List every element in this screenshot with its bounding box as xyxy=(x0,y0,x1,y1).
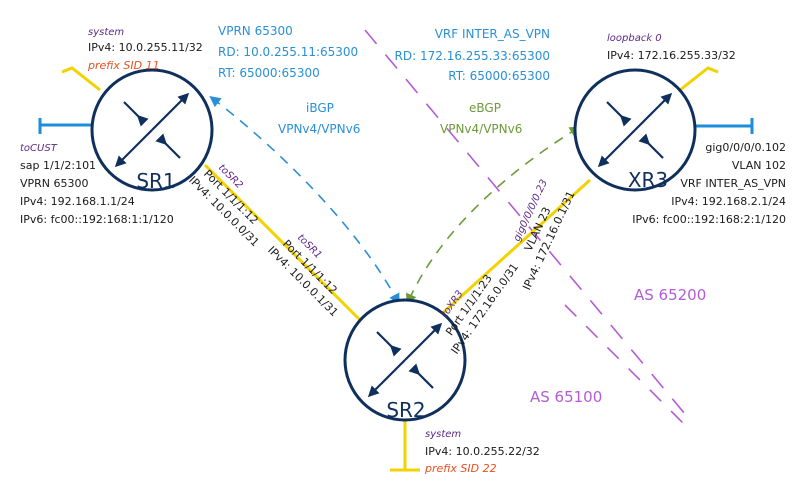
sr2-system-ipv4: IPv4: 10.0.255.22/32 xyxy=(425,445,540,458)
sr2-prefix-sid: prefix SID 22 xyxy=(424,462,497,475)
ebgp-title: eBGP xyxy=(469,101,501,115)
xr3-cust-ipv6: IPv6: fc00::192:168:2:1/120 xyxy=(632,213,786,226)
ebgp-session-arrow xyxy=(406,126,581,306)
router-icon xyxy=(597,92,673,168)
as-65100-label: AS 65100 xyxy=(530,388,602,406)
sr2-system-stub xyxy=(390,410,420,472)
sr1-to-cust-label: toCUST xyxy=(20,143,58,154)
xr3-loopback-ipv4: IPv4: 172.16.255.33/32 xyxy=(607,49,736,62)
sr1-system-stub xyxy=(61,66,101,92)
sr1-cust-ipv6: IPv6: fc00::192:168:1:1/120 xyxy=(20,213,174,226)
sr1-vprn-rd: RD: 10.0.255.11:65300 xyxy=(218,45,358,59)
xr3-cust-vrf: VRF INTER_AS_VPN xyxy=(680,177,786,190)
sr1-system-label: system xyxy=(88,27,124,38)
ibgp-title: iBGP xyxy=(306,101,334,115)
sr1-port-annotation: toSR2 Port 1/1/1:12 IPv4: 10.0.0.0/31 xyxy=(186,162,262,249)
xr3-cust-interface xyxy=(695,118,754,134)
router-sr1[interactable]: SR1 xyxy=(90,68,214,193)
sr1-vprn-rt: RT: 65000:65300 xyxy=(218,66,320,80)
xr3-cust-ipv4: IPv4: 192.168.2.1/24 xyxy=(671,195,786,208)
router-icon xyxy=(367,322,443,398)
xr3-cust-iface: gig0/0/0/0.102 xyxy=(705,141,786,154)
xr3-vrf-rd: RD: 172.16.255.33:65300 xyxy=(395,49,550,63)
sr1-vprn: VPRN 65300 xyxy=(20,177,89,190)
xr3-vrf-rt: RT: 65000:65300 xyxy=(448,69,550,83)
as-boundary-line xyxy=(364,29,691,421)
sr1-prefix-sid: prefix SID 11 xyxy=(87,59,160,72)
router-sr2[interactable]: SR2 xyxy=(343,298,467,422)
router-icon xyxy=(114,92,190,168)
sr1-cust-interface xyxy=(38,118,95,134)
sr2-system-label: system xyxy=(425,429,461,440)
sr1-vprn-title: VPRN 65300 xyxy=(218,24,293,38)
router-xr3[interactable]: XR3 xyxy=(573,68,697,192)
as-boundary-line-secondary xyxy=(564,304,691,431)
router-xr3-label: XR3 xyxy=(628,168,668,192)
sr1-sap: sap 1/1/2:101 xyxy=(20,159,96,172)
sr1-system-ipv4: IPv4: 10.0.255.11/32 xyxy=(88,41,203,54)
ebgp-family: VPNv4/VPNv6 xyxy=(440,122,522,136)
xr3-loopback-stub xyxy=(679,66,719,92)
router-sr2-label: SR2 xyxy=(386,398,425,422)
as-65200-label: AS 65200 xyxy=(634,286,706,304)
router-sr1-label: SR1 xyxy=(136,169,175,193)
xr3-cust-vlan: VLAN 102 xyxy=(732,159,786,172)
ibgp-family: VPNv4/VPNv6 xyxy=(278,122,360,136)
xr3-loopback-label: loopback 0 xyxy=(607,33,662,44)
xr3-vrf-title: VRF INTER_AS_VPN xyxy=(435,27,550,41)
sr1-cust-ipv4: IPv4: 192.168.1.1/24 xyxy=(20,195,135,208)
